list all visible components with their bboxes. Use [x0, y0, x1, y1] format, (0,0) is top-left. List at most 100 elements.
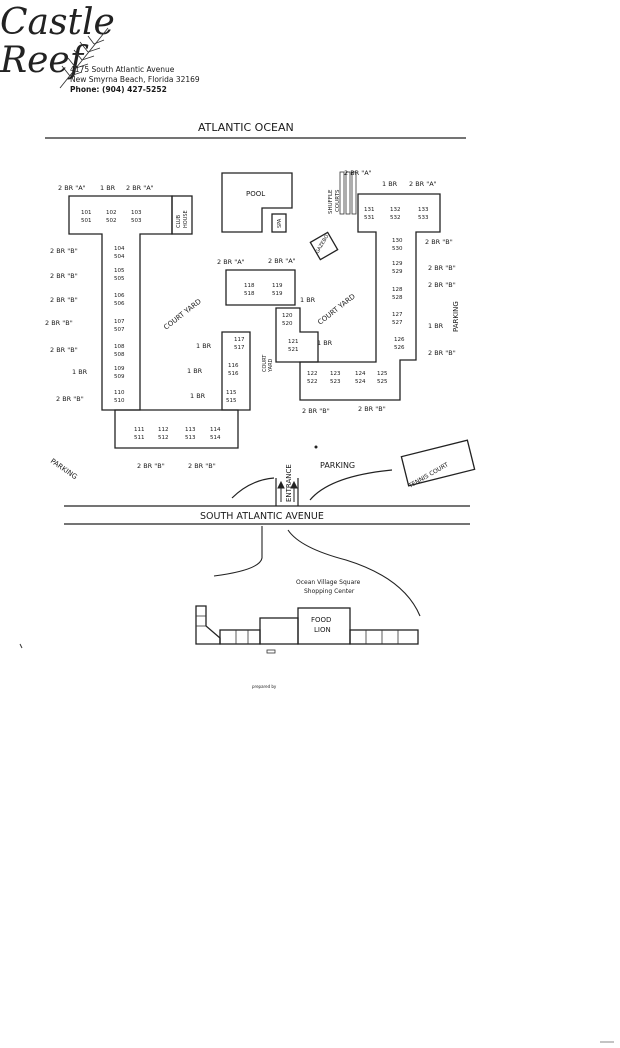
type-117: 1 BR [196, 342, 212, 350]
unit-111: 111 [134, 427, 145, 433]
unit-130: 130 [392, 238, 403, 244]
parking-label-south: PARKING [320, 461, 355, 470]
building-center-west [221, 331, 251, 411]
type-102: 1 BR [100, 184, 116, 192]
type-101: 2 BR "A" [58, 184, 86, 192]
unit-116: 116 [228, 363, 239, 369]
driveway [231, 469, 393, 506]
building-west [68, 195, 239, 449]
unit-520: 520 [282, 321, 293, 327]
unit-524: 524 [355, 379, 366, 385]
unit-103: 103 [131, 210, 142, 216]
marker-dot [314, 445, 318, 449]
unit-107: 107 [114, 319, 125, 325]
avenue-label: SOUTH ATLANTIC AVENUE [200, 511, 324, 522]
unit-114: 114 [210, 427, 221, 433]
unit-515: 515 [226, 398, 237, 404]
entrance-label: ENTRANCE [285, 464, 293, 502]
unit-525: 525 [377, 379, 388, 385]
type-109: 1 BR [72, 368, 88, 376]
courtyard-label-east: COURT YARD [316, 292, 357, 326]
pool-label: POOL [246, 190, 265, 198]
unit-533: 533 [418, 215, 429, 221]
unit-521: 521 [288, 347, 299, 353]
shuffle-label-1: SHUFFLE [328, 189, 334, 214]
unit-509: 509 [114, 374, 125, 380]
shopping-label-2: Shopping Center [304, 588, 355, 595]
unit-133: 133 [418, 207, 429, 213]
type-106: 2 BR "B" [50, 296, 78, 304]
unit-105: 105 [114, 268, 125, 274]
type-103: 2 BR "A" [126, 184, 154, 192]
unit-514: 514 [210, 435, 221, 441]
court-walk-label-2: YARD [268, 358, 274, 373]
palm-frond-icon [59, 27, 109, 89]
sign-marker [266, 649, 276, 654]
type-111: 2 BR "B" [137, 462, 165, 470]
unit-104: 104 [114, 246, 125, 252]
unit-510: 510 [114, 398, 125, 404]
spa-label: SPA [277, 218, 283, 228]
ocean-label: ATLANTIC OCEAN [198, 121, 294, 134]
shopping-access-road [213, 526, 421, 617]
unit-115: 115 [226, 390, 237, 396]
food-lion-label-2: LION [314, 626, 331, 634]
unit-516: 516 [228, 371, 239, 377]
address-line: 4175 South Atlantic Avenue [70, 65, 175, 74]
unit-123: 123 [330, 371, 341, 377]
unit-131: 131 [364, 207, 375, 213]
type-131: 2 BR "A" [344, 169, 372, 177]
unit-512: 512 [158, 435, 169, 441]
unit-502: 502 [106, 218, 117, 224]
type-124: 2 BR "B" [358, 405, 386, 413]
spa [271, 213, 287, 233]
unit-513: 513 [185, 435, 196, 441]
shopping-label-1: Ocean Village Square [296, 579, 361, 586]
unit-517: 517 [234, 345, 245, 351]
type-121: 1 BR [317, 339, 333, 347]
unit-501: 501 [81, 218, 92, 224]
unit-128: 128 [392, 287, 403, 293]
type-130: 2 BR "B" [425, 238, 453, 246]
unit-529: 529 [392, 269, 403, 275]
gazebo-label: GAZEBO [315, 234, 331, 255]
type-122: 2 BR "B" [302, 407, 330, 415]
type-119: 2 BR "A" [268, 257, 296, 265]
tennis-court: TENNIS COURT [400, 439, 476, 490]
unit-119: 119 [272, 283, 283, 289]
type-120: 1 BR [300, 296, 316, 304]
unit-522: 522 [307, 379, 318, 385]
unit-523: 523 [330, 379, 341, 385]
type-105: 2 BR "B" [50, 272, 78, 280]
unit-120: 120 [282, 313, 293, 319]
city-line: New Smyrna Beach, Florida 32169 [70, 75, 200, 84]
shuffleboard-courts: SHUFFLE COURTS [328, 171, 357, 215]
unit-122: 122 [307, 371, 318, 377]
unit-527: 527 [392, 320, 403, 326]
club-house: CLUB HOUSE [171, 195, 193, 235]
unit-113: 113 [185, 427, 196, 433]
unit-526: 526 [394, 345, 405, 351]
type-127: 1 BR [428, 322, 444, 330]
unit-106: 106 [114, 293, 125, 299]
unit-109: 109 [114, 366, 125, 372]
unit-511: 511 [134, 435, 145, 441]
unit-504: 504 [114, 254, 125, 260]
unit-532: 532 [390, 215, 401, 221]
type-107: 2 BR "B" [45, 319, 73, 327]
scan-mark [19, 643, 23, 649]
type-118: 2 BR "A" [217, 258, 245, 266]
unit-110: 110 [114, 390, 125, 396]
type-128: 2 BR "B" [428, 281, 456, 289]
unit-528: 528 [392, 295, 403, 301]
gazebo: GAZEBO [309, 231, 339, 261]
courtyard-label-west: COURT YARD [162, 297, 203, 331]
unit-506: 506 [114, 301, 125, 307]
type-133: 2 BR "A" [409, 180, 437, 188]
type-110: 2 BR "B" [56, 395, 84, 403]
club-label-2: HOUSE [183, 210, 189, 228]
shuffle-label-2: COURTS [335, 189, 341, 212]
building-center-east [275, 307, 319, 363]
